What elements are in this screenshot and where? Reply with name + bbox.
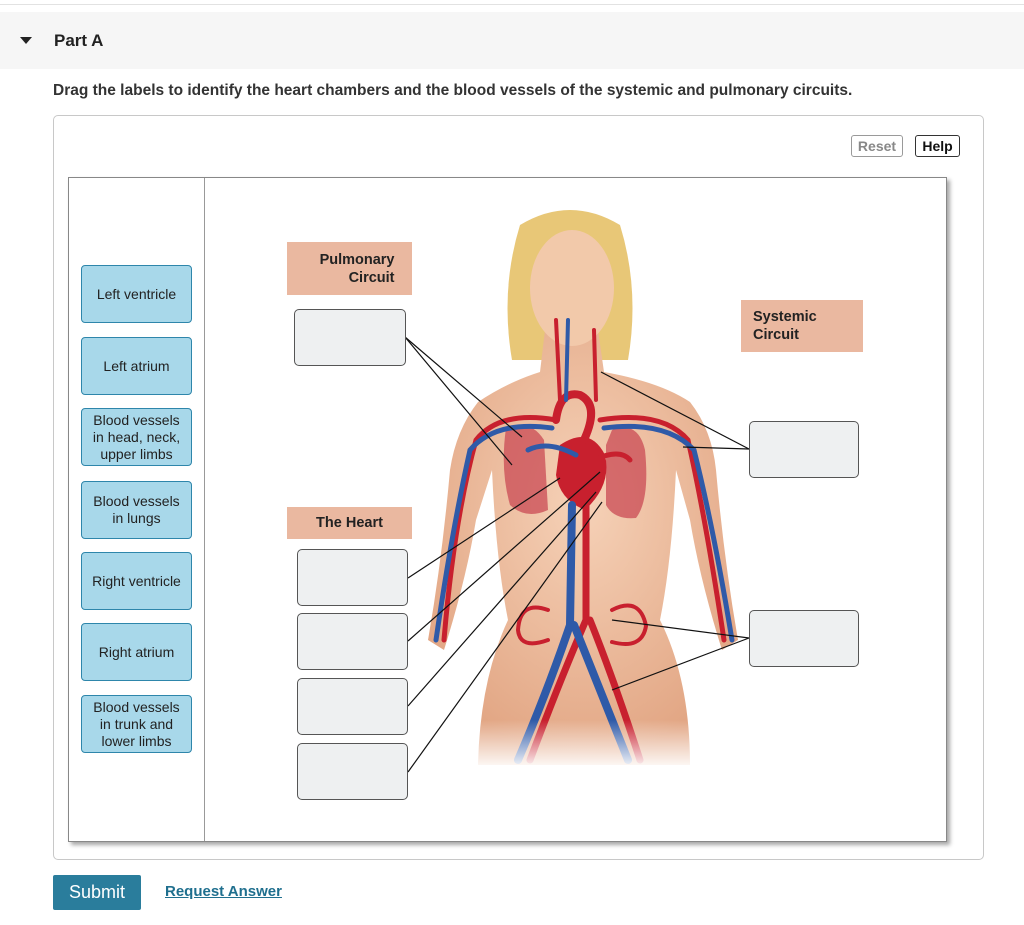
left-carotid-vessel [554, 318, 562, 402]
left-kidney-vessels [610, 603, 649, 646]
top-divider [0, 4, 1024, 5]
label-left-ventricle[interactable]: Left ventricle [81, 265, 192, 323]
leader-line [600, 371, 750, 450]
leader-line [404, 336, 513, 466]
right-subclavian-vein [433, 423, 555, 643]
leader-line [404, 336, 523, 438]
leader-line [407, 471, 601, 642]
leader-line [407, 501, 603, 773]
drop-target-heart-4[interactable] [297, 743, 408, 800]
leader-line [682, 446, 750, 450]
label-vessels-head-neck-upper-limbs[interactable]: Blood vessels in head, neck, upper limbs [81, 408, 192, 466]
drop-target-heart-3[interactable] [297, 678, 408, 735]
right-kidney-vessels [515, 605, 550, 646]
label-right-atrium[interactable]: Right atrium [81, 623, 192, 681]
caret-down-icon[interactable] [20, 37, 32, 44]
leader-line [611, 619, 750, 639]
aorta-vessel [552, 390, 595, 444]
submit-button[interactable]: Submit [53, 875, 141, 910]
part-title: Part A [54, 30, 104, 50]
left-subclavian-vein [601, 423, 735, 643]
instructions: Drag the labels to identify the heart ch… [53, 82, 853, 99]
face-shape [530, 230, 614, 346]
right-lung-shape [606, 427, 647, 519]
request-answer-link[interactable]: Request Answer [165, 883, 282, 900]
drop-target-heart-2[interactable] [297, 613, 408, 670]
category-heart-label: The Heart [316, 515, 383, 531]
help-button[interactable]: Help [915, 135, 960, 157]
drop-target-heart-1[interactable] [297, 549, 408, 606]
label-bank-divider [204, 178, 205, 841]
pulmonary-artery-vessel [525, 443, 579, 458]
leader-line [407, 477, 561, 579]
leader-line [407, 491, 597, 707]
category-systemic-circuit: Systemic Circuit [741, 300, 863, 352]
label-right-ventricle[interactable]: Right ventricle [81, 552, 192, 610]
category-the-heart: The Heart [287, 507, 412, 539]
drop-target-systemic-upper[interactable] [749, 421, 859, 478]
label-left-atrium[interactable]: Left atrium [81, 337, 192, 395]
drop-target-systemic-lower[interactable] [749, 610, 859, 667]
label-vessels-trunk-lower-limbs[interactable]: Blood vessels in trunk and lower limbs [81, 695, 192, 753]
right-subclavian-vessel [441, 415, 559, 643]
label-vessels-lungs[interactable]: Blood vessels in lungs [81, 481, 192, 539]
category-pulmonary-circuit: Pulmonary Circuit [287, 242, 412, 295]
pulmonary-vein-vessel [591, 451, 633, 463]
left-jugular-vessel [564, 318, 570, 402]
part-header[interactable]: Part A [0, 12, 1024, 69]
figure-fade-bottom [470, 720, 750, 770]
left-subclavian-vessel [597, 415, 727, 643]
category-systemic-label: Systemic Circuit [753, 309, 817, 343]
leader-line [611, 637, 750, 691]
category-pulmonary-label: Pulmonary Circuit [319, 252, 395, 286]
drop-target-pulmonary[interactable] [294, 309, 406, 366]
heart-shape [556, 437, 607, 510]
reset-button[interactable]: Reset [851, 135, 903, 157]
right-carotid-vessel [592, 328, 598, 402]
